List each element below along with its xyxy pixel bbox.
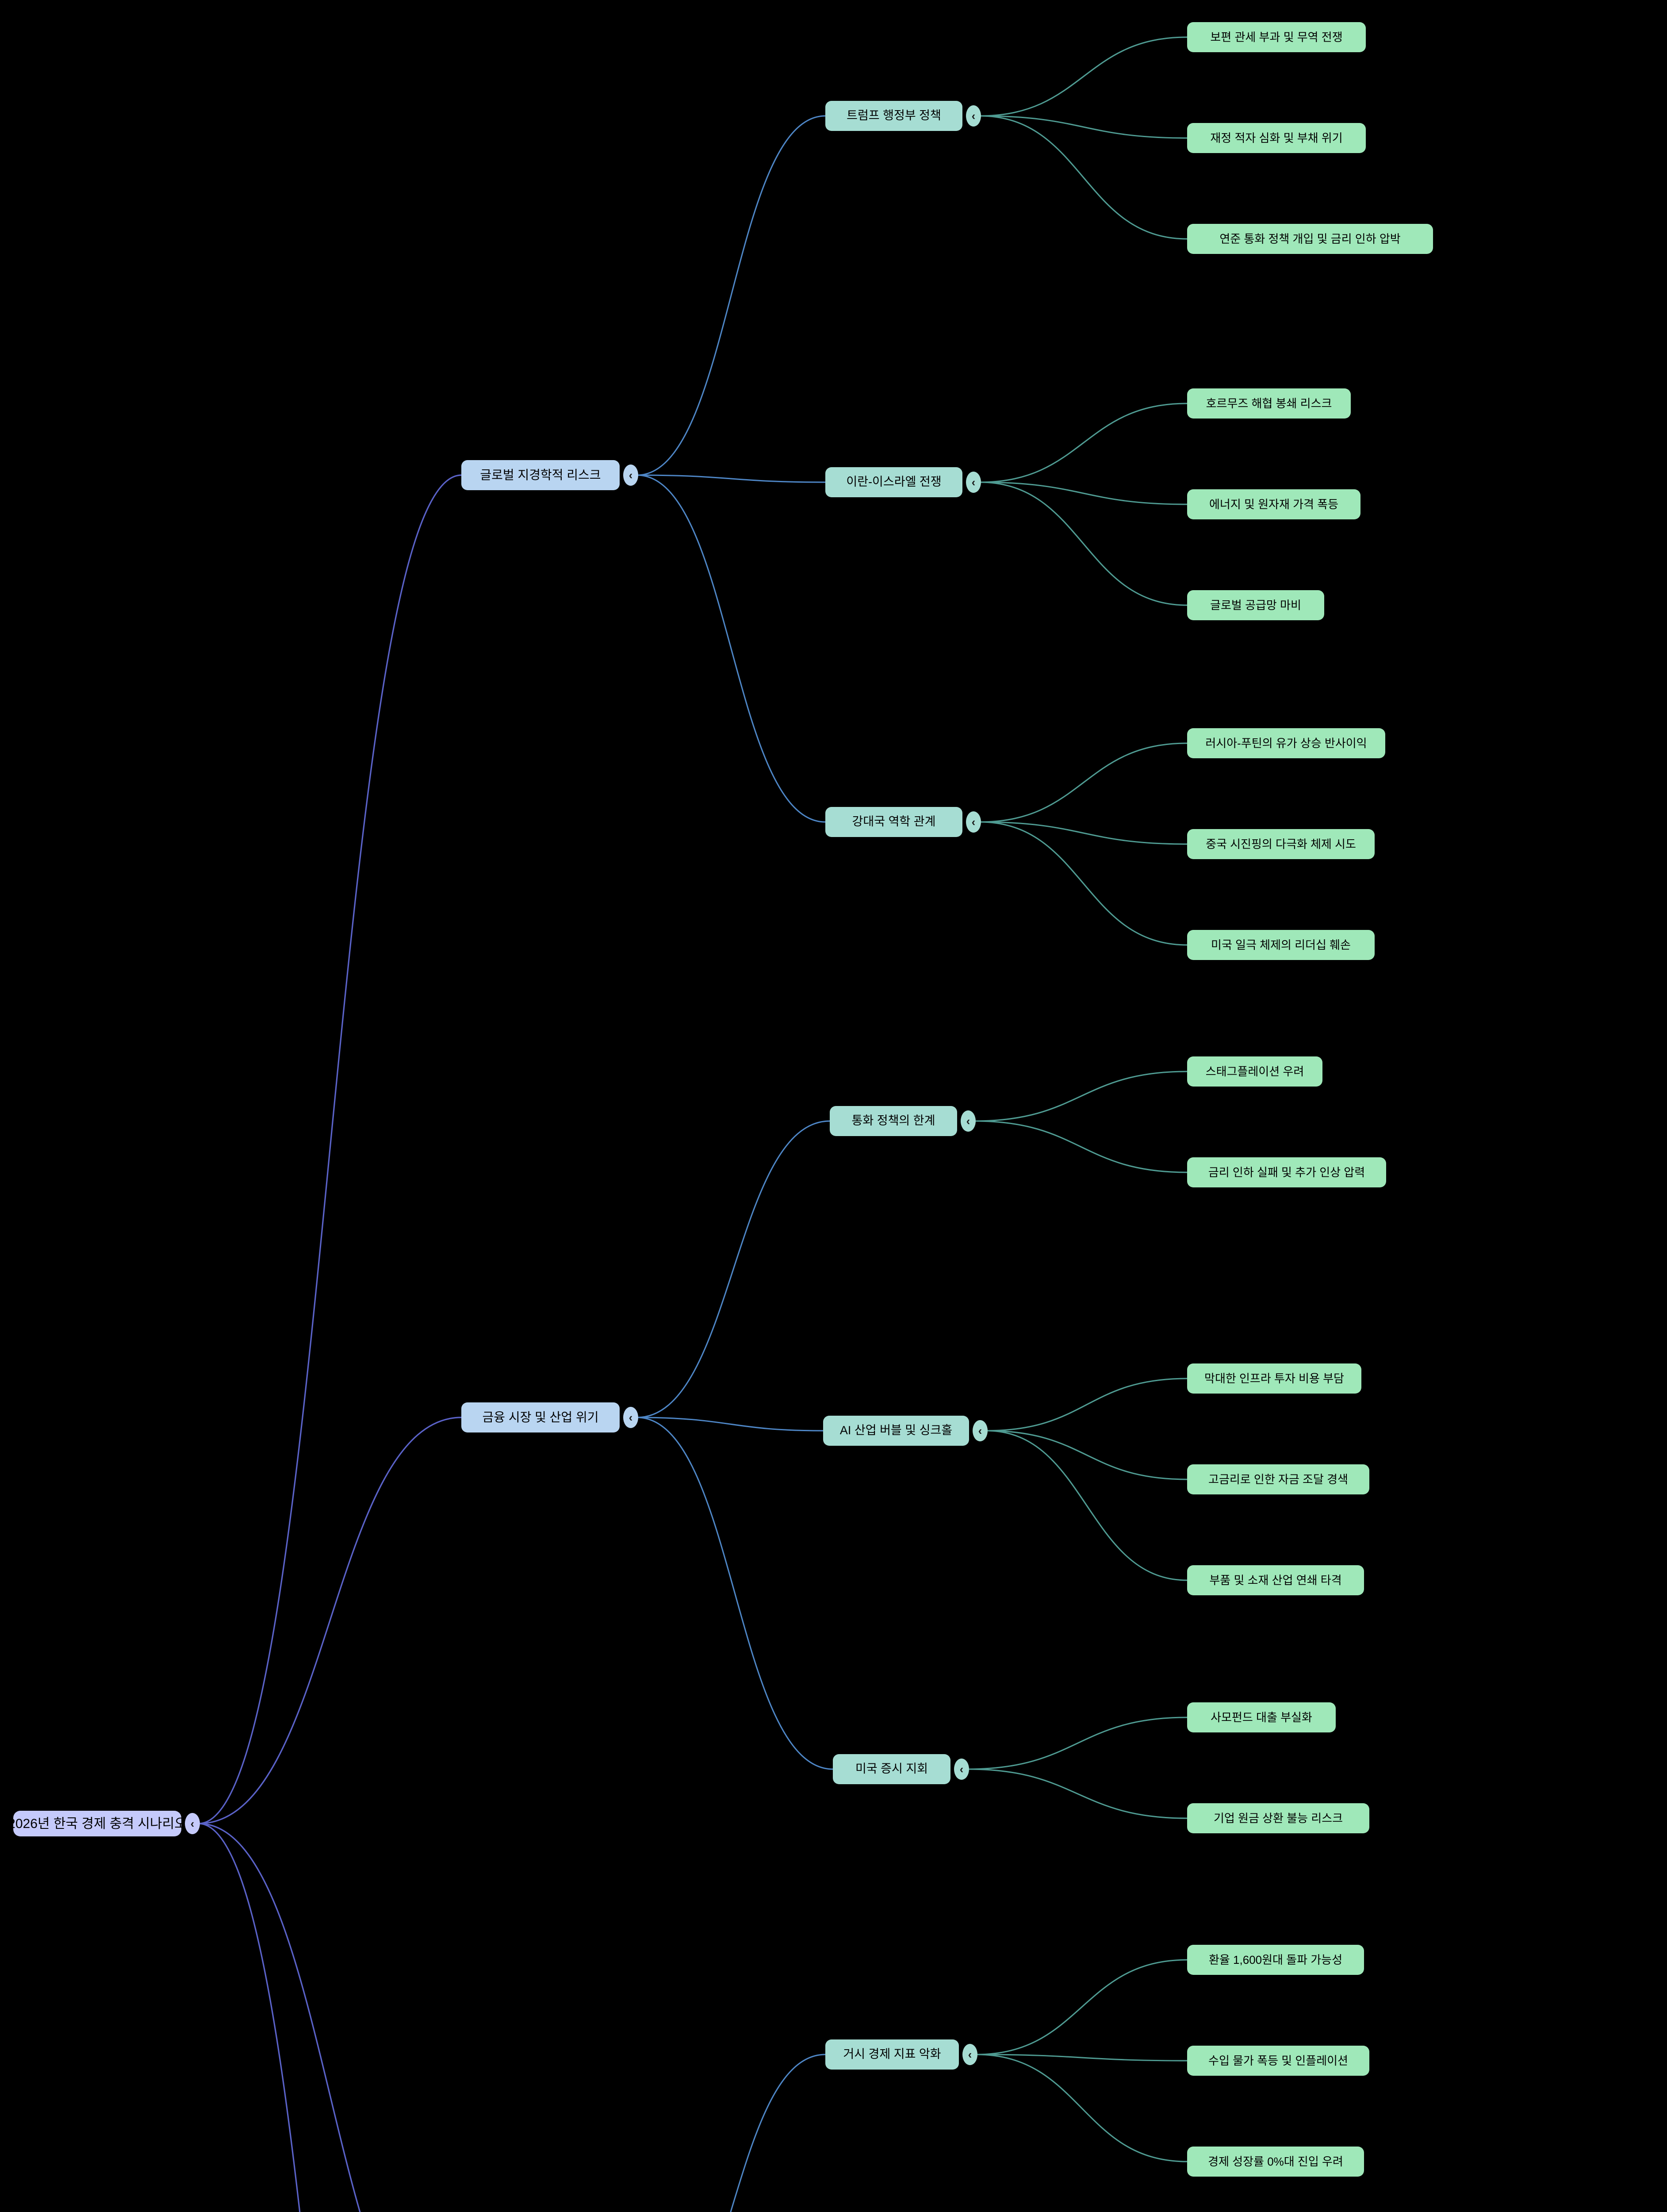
node-label: 러시아-푸틴의 유가 상승 반사이익 (1205, 736, 1367, 750)
node-label: 2026년 한국 경제 충격 시나리오 (8, 1816, 187, 1831)
connector-edge (636, 474, 826, 483)
connector-edge (636, 474, 826, 823)
connector-edge (198, 1417, 462, 1824)
leaf-node-1-3-3[interactable]: 미국 일극 체제의 리더십 훼손 (1187, 930, 1375, 960)
node-label: 스태그플레이션 우려 (1205, 1064, 1304, 1078)
node-label: 수입 물가 폭등 및 인플레이션 (1208, 2054, 1348, 2067)
node-label: 금리 인하 실패 및 추가 인상 압력 (1208, 1165, 1365, 1179)
connector-edge (975, 1959, 1188, 2055)
connector-edge (979, 481, 1188, 505)
leaf-node-1-2-1[interactable]: 호르무즈 해협 봉쇄 리스크 (1187, 388, 1351, 419)
subbranch-collapse-toggle-2-3[interactable]: ‹ (954, 1759, 969, 1780)
node-label: 중국 시진핑의 다극화 체제 시도 (1206, 837, 1356, 851)
connector-edge (985, 1378, 1188, 1432)
connector-edge (973, 1120, 1188, 1173)
subbranch-collapse-toggle-2-1[interactable]: ‹ (961, 1110, 976, 1132)
connector-edge (979, 742, 1188, 823)
leaf-node-1-1-2[interactable]: 재정 적자 심화 및 부채 위기 (1187, 123, 1366, 153)
leaf-node-2-3-1[interactable]: 사모펀드 대출 부실화 (1187, 1702, 1336, 1732)
connector-edge (967, 1768, 1188, 1819)
subbranch-collapse-toggle-1-1[interactable]: ‹ (966, 105, 981, 127)
node-label: 트럼프 행정부 정책 (847, 109, 941, 123)
connector-edge (636, 1120, 831, 1418)
connector-edge (975, 2054, 1188, 2062)
connector-edge (979, 115, 1188, 240)
node-label: 사모펀드 대출 부실화 (1211, 1710, 1312, 1724)
leaf-node-3-1-1[interactable]: 환율 1,600원대 돌파 가능성 (1187, 1945, 1364, 1975)
connector-edge (198, 474, 462, 1824)
connector-edge (636, 1417, 834, 1770)
connector-edge (967, 1717, 1188, 1770)
node-label: 기업 원금 상환 불능 리스크 (1213, 1811, 1343, 1825)
connector-edge (198, 1823, 361, 2212)
subbranch-node-2-2[interactable]: AI 산업 버블 및 싱크홀 (823, 1416, 969, 1446)
node-label: 부품 및 소재 산업 연쇄 타격 (1209, 1573, 1342, 1587)
subbranch-node-1-1[interactable]: 트럼프 행정부 정책 (825, 101, 962, 131)
leaf-node-1-3-1[interactable]: 러시아-푸틴의 유가 상승 반사이익 (1187, 728, 1385, 758)
node-label: 고금리로 인한 자금 조달 경색 (1208, 1472, 1348, 1486)
subbranch-node-2-3[interactable]: 미국 증시 지회 (833, 1754, 950, 1784)
branch-node-2[interactable]: 금융 시장 및 산업 위기 (461, 1402, 620, 1432)
node-label: 막대한 인프라 투자 비용 부담 (1204, 1371, 1344, 1385)
connector-edge (636, 1417, 824, 1432)
leaf-node-1-3-2[interactable]: 중국 시진핑의 다극화 체제 시도 (1187, 829, 1375, 859)
root-collapse-toggle[interactable]: ‹ (185, 1813, 200, 1834)
node-label: 재정 적자 심화 및 부채 위기 (1210, 131, 1343, 145)
connector-edge (979, 36, 1188, 117)
node-label: 에너지 및 원자재 가격 폭등 (1209, 497, 1338, 511)
leaf-node-3-1-2[interactable]: 수입 물가 폭등 및 인플레이션 (1187, 2046, 1369, 2076)
leaf-node-2-2-2[interactable]: 고금리로 인한 자금 조달 경색 (1187, 1464, 1369, 1494)
leaf-node-2-2-3[interactable]: 부품 및 소재 산업 연쇄 타격 (1187, 1565, 1364, 1595)
root-node[interactable]: 2026년 한국 경제 충격 시나리오 (8, 1811, 187, 1836)
connector-edge (985, 1430, 1188, 1581)
node-label: 경제 성장률 0%대 진입 우려 (1208, 2154, 1343, 2168)
connector-edge (973, 1071, 1188, 1122)
leaf-node-2-1-1[interactable]: 스태그플레이션 우려 (1187, 1056, 1322, 1087)
node-label: 통화 정책의 한계 (851, 1114, 935, 1128)
node-label: 이란-이스라엘 전쟁 (846, 475, 942, 489)
connector-edge (975, 2054, 1188, 2162)
connector-edge (979, 481, 1188, 606)
connector-edge (979, 821, 1188, 845)
subbranch-collapse-toggle-3-1[interactable]: ‹ (962, 2044, 977, 2065)
connector-edge (979, 403, 1188, 483)
leaf-node-1-1-3[interactable]: 연준 통화 정책 개입 및 금리 인하 압박 (1187, 224, 1433, 254)
connector-edge (985, 1430, 1188, 1480)
subbranch-node-1-2[interactable]: 이란-이스라엘 전쟁 (825, 467, 962, 497)
subbranch-node-3-1[interactable]: 거시 경제 지표 악화 (825, 2039, 959, 2070)
subbranch-collapse-toggle-2-2[interactable]: ‹ (973, 1420, 988, 1441)
leaf-node-2-3-2[interactable]: 기업 원금 상환 불능 리스크 (1187, 1803, 1369, 1833)
node-label: 환율 1,600원대 돌파 가능성 (1208, 1953, 1342, 1966)
leaf-node-3-1-3[interactable]: 경제 성장률 0%대 진입 우려 (1187, 2147, 1364, 2177)
node-label: 글로벌 지경학적 리스크 (480, 468, 601, 482)
leaf-node-2-1-2[interactable]: 금리 인하 실패 및 추가 인상 압력 (1187, 1157, 1386, 1187)
node-label: 보편 관세 부과 및 무역 전쟁 (1210, 30, 1343, 44)
leaf-node-1-2-3[interactable]: 글로벌 공급망 마비 (1187, 590, 1324, 620)
connector-edge (636, 115, 826, 476)
subbranch-collapse-toggle-1-3[interactable]: ‹ (966, 811, 981, 833)
connector-edge (198, 1823, 301, 2212)
branch-collapse-toggle-2[interactable]: ‹ (623, 1407, 638, 1428)
node-label: 금융 시장 및 산업 위기 (482, 1410, 599, 1424)
leaf-node-2-2-1[interactable]: 막대한 인프라 투자 비용 부담 (1187, 1363, 1361, 1394)
subbranch-node-2-1[interactable]: 통화 정책의 한계 (830, 1106, 957, 1136)
node-label: 호르무즈 해협 봉쇄 리스크 (1206, 396, 1332, 410)
leaf-node-1-1-1[interactable]: 보편 관세 부과 및 무역 전쟁 (1187, 22, 1366, 52)
node-label: 글로벌 공급망 마비 (1210, 598, 1301, 612)
subbranch-collapse-toggle-1-2[interactable]: ‹ (966, 472, 981, 493)
connector-edge (730, 2054, 826, 2212)
node-label: 강대국 역학 관계 (852, 815, 936, 829)
node-label: AI 산업 버블 및 싱크홀 (839, 1424, 953, 1437)
node-label: 연준 통화 정책 개입 및 금리 인하 압박 (1219, 232, 1401, 246)
connector-edge (979, 115, 1188, 139)
subbranch-node-1-3[interactable]: 강대국 역학 관계 (825, 807, 962, 837)
node-label: 미국 증시 지회 (855, 1762, 928, 1776)
branch-node-1[interactable]: 글로벌 지경학적 리스크 (461, 460, 620, 490)
branch-collapse-toggle-1[interactable]: ‹ (623, 465, 638, 486)
connector-edge (979, 821, 1188, 946)
node-label: 거시 경제 지표 악화 (843, 2047, 941, 2061)
leaf-node-1-2-2[interactable]: 에너지 및 원자재 가격 폭등 (1187, 489, 1360, 519)
node-label: 미국 일극 체제의 리더십 훼손 (1211, 938, 1351, 952)
